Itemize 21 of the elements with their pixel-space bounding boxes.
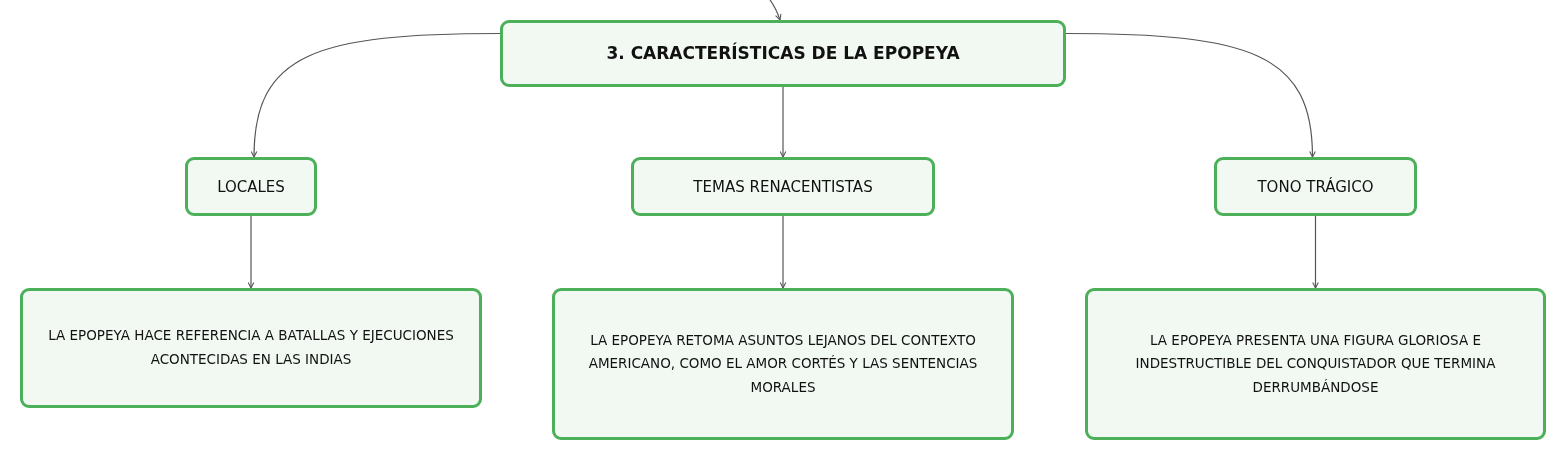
topic-label: TEMAS RENACENTISTAS (693, 177, 873, 196)
description-box (20, 288, 482, 408)
heading-text: 3. CARACTERÍSTICAS DE LA EPOPEYA (606, 43, 960, 64)
description-text: LA EPOPEYA HACE REFERENCIA A BATALLAS Y EJECUCIONES ACONTECIDAS EN LAS INDIAS (47, 326, 455, 369)
topic-label: LOCALES (217, 177, 285, 196)
arrow (779, 86, 787, 158)
topic-box (631, 157, 935, 216)
arrow (779, 215, 787, 289)
topic-box (185, 157, 317, 216)
arrow (769, 0, 782, 21)
arrow (247, 215, 255, 289)
topic-label: TONO TRÁGICO (1257, 177, 1374, 196)
topic-box (1214, 157, 1417, 216)
title-box (500, 20, 1066, 87)
arrow (1312, 215, 1319, 289)
description-text: LA EPOPEYA PRESENTA UNA FIGURA GLORIOSA E INDESTRUCTIBLE DEL CONQUISTADOR QUE TERMINA DERRUMBÁNDOSE (1134, 330, 1497, 397)
description-box (552, 288, 1014, 440)
arrow (1065, 32, 1316, 158)
description-box (1085, 288, 1546, 440)
arrow (251, 32, 501, 158)
description-text: LA EPOPEYA RETOMA ASUNTOS LEJANOS DEL CONTEXTO AMERICANO, COMO EL AMOR CORTÉS Y LAS SENTENCIAS MORALES (587, 330, 979, 397)
